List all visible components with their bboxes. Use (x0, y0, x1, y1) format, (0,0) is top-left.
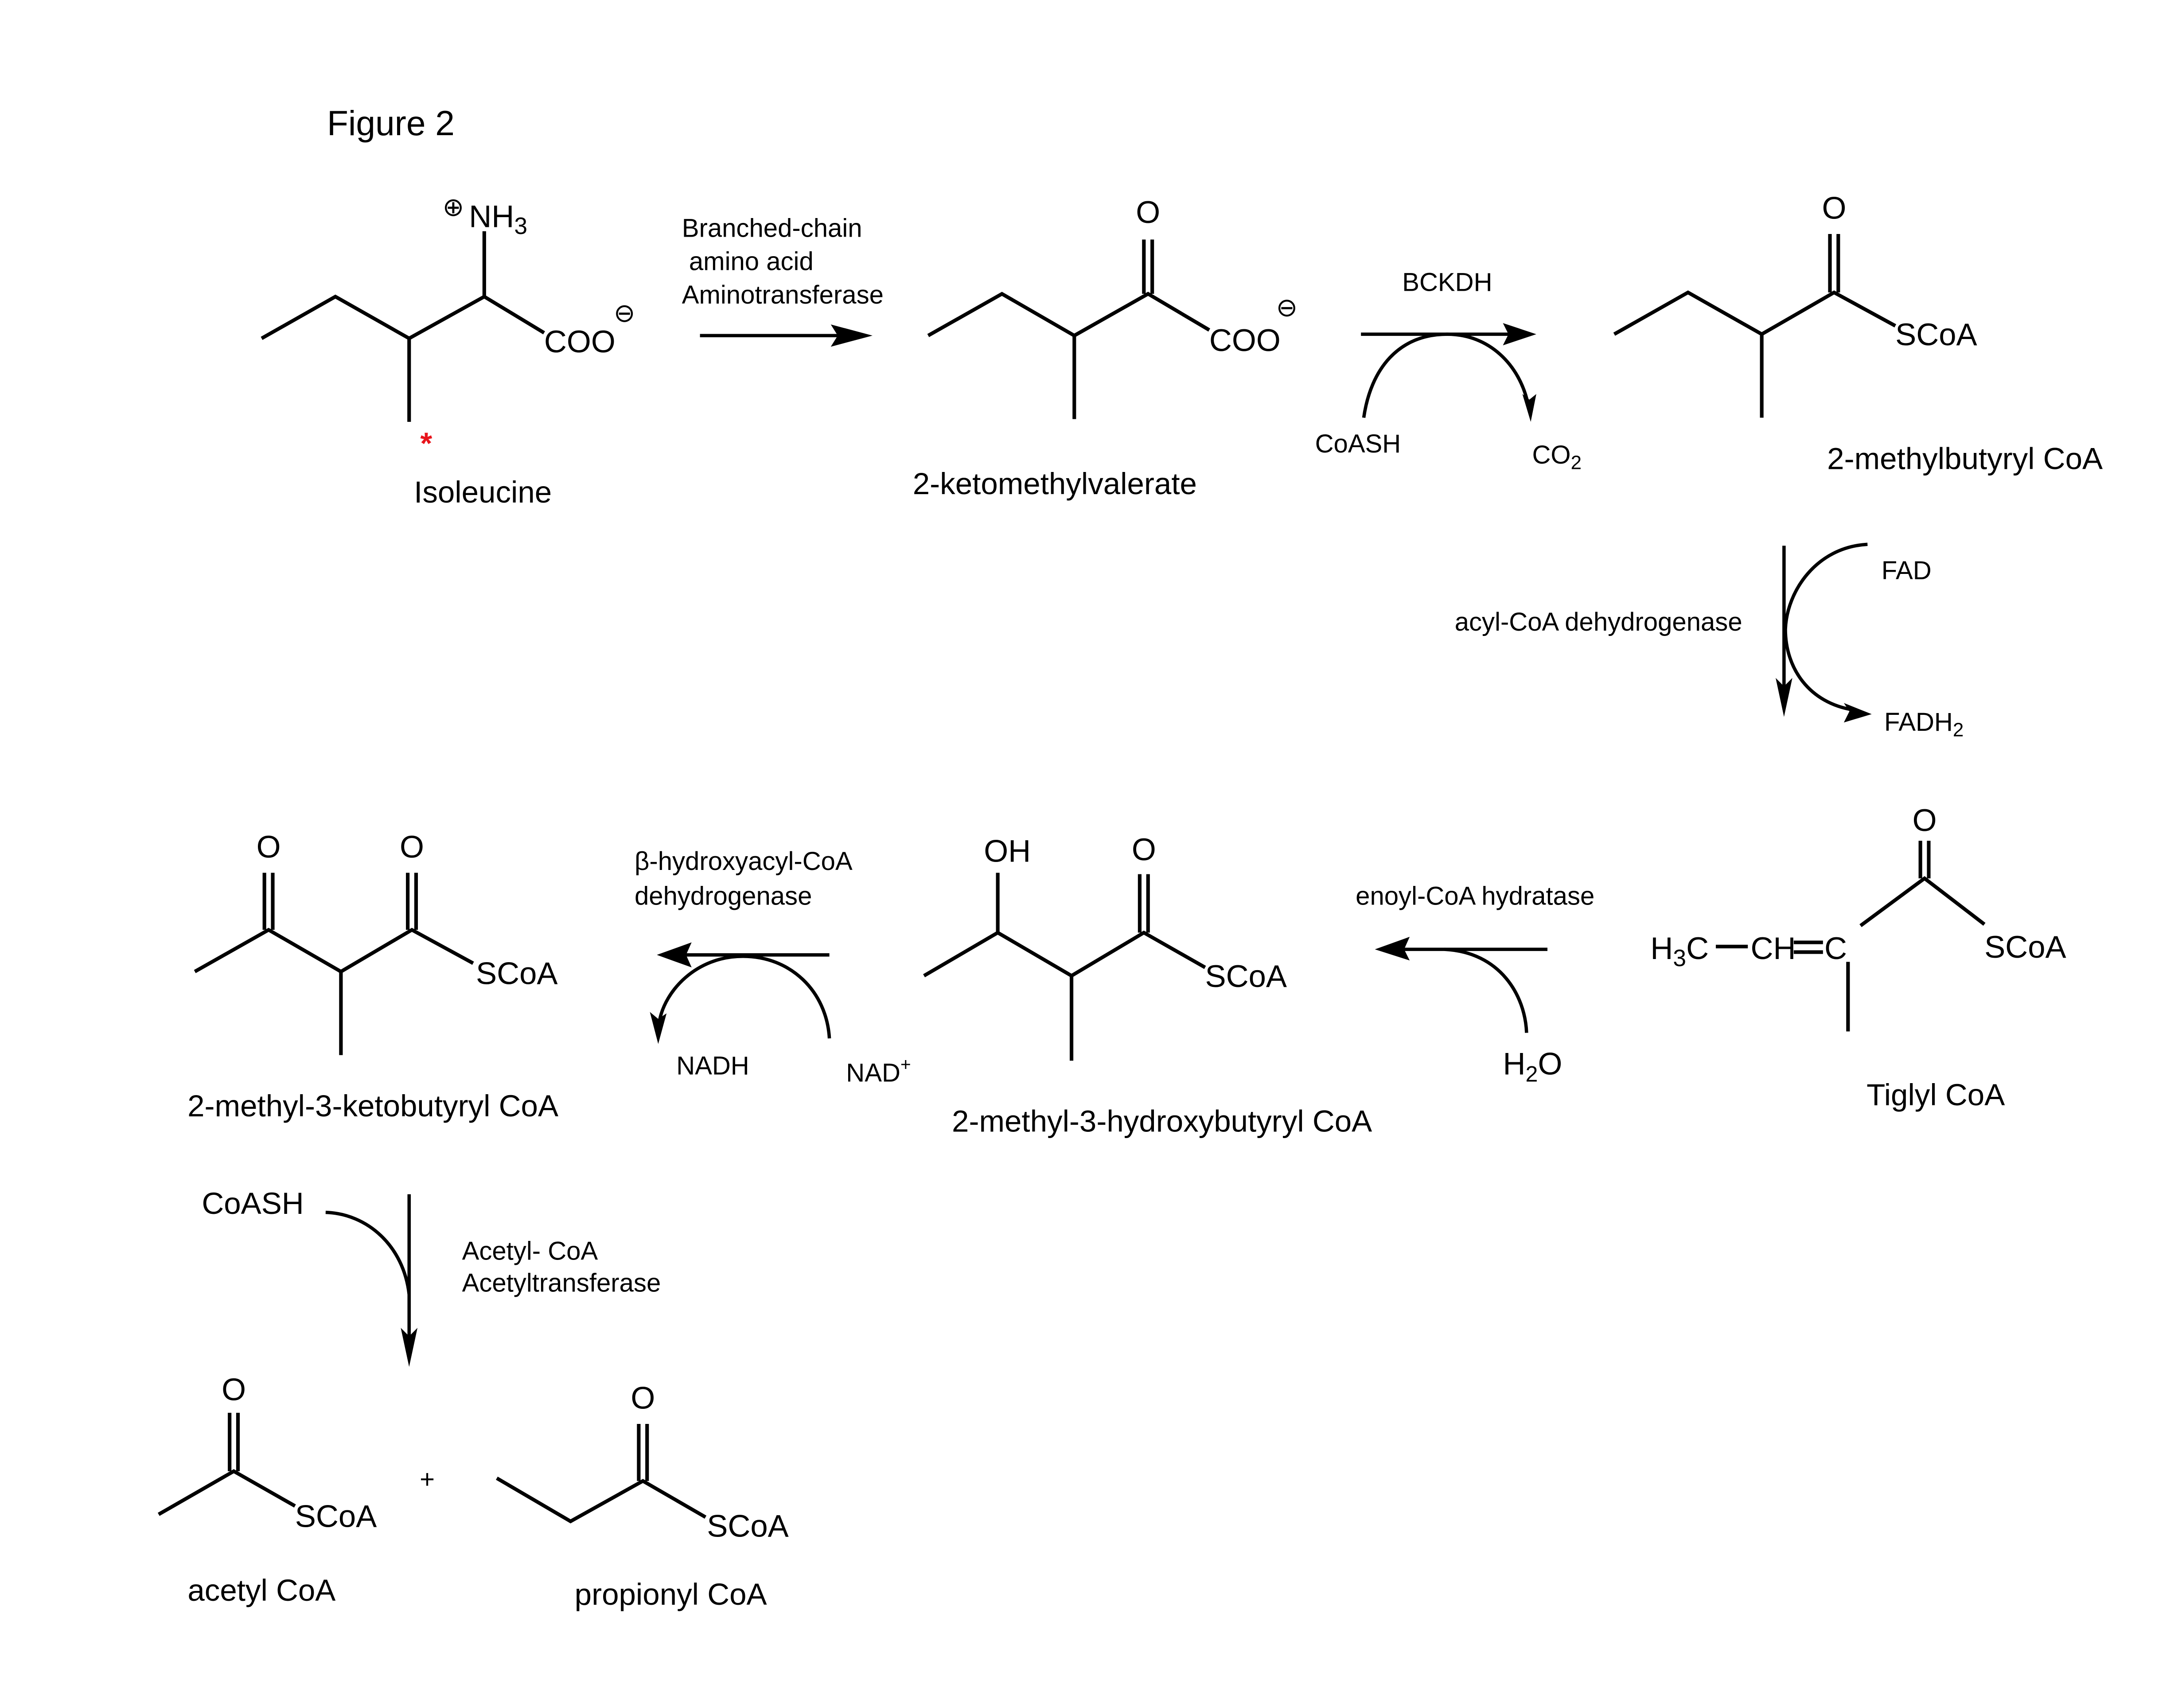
ketobutyryl-coa-structure: O O SCoA 2-methyl-3-ketobutyryl CoA (187, 829, 558, 1123)
ketobutyryl-oxygen-1: O (257, 829, 281, 864)
methylbutyryl-coa-name: 2-methylbutyryl CoA (1827, 441, 2103, 476)
methylbutyryl-backbone-bonds (1613, 290, 1897, 336)
coash-curved-arrow (325, 1210, 411, 1295)
acetyltransferase-label-line-2: Acetyltransferase (462, 1269, 661, 1298)
tiglyl-thioester-label: SCoA (1984, 929, 2066, 964)
decarboxylation-step: BCKDH CoASH CO2 (1315, 268, 1582, 474)
hydroxybutyryl-coa-name: 2-methyl-3-hydroxybutyryl CoA (952, 1104, 1372, 1138)
tiglyl-ch-label: CH (1751, 931, 1796, 966)
propionyl-backbone-bonds (496, 1476, 707, 1524)
hydroxyacyl-dehydrogenase-label-line-2: dehydrogenase (635, 882, 812, 911)
oxidation-step: β-hydroxyacyl-CoA dehydrogenase NADH NAD… (635, 847, 911, 1087)
methylbutyryl-thioester-label: SCoA (1895, 317, 1977, 352)
hydroxybutyryl-backbone-bonds (923, 930, 1206, 978)
isoleucine-carboxylate-label: COO (544, 324, 616, 359)
acetyl-thioester-label: SCoA (295, 1498, 377, 1533)
tiglyl-coa-name: Tiglyl CoA (1866, 1077, 2005, 1112)
methylbutyryl-oxygen: O (1822, 190, 1846, 225)
hydratase-arrow-head (1375, 936, 1410, 961)
ketomethylvalerate-structure: O COO ⊖ 2-ketomethylvalerate (913, 195, 1298, 501)
products-plus-sign: + (420, 1465, 435, 1494)
thiolysis-arrow-head (401, 1328, 418, 1367)
propionyl-thioester-label: SCoA (707, 1508, 789, 1543)
carboxylate-minus-charge: ⊖ (614, 299, 635, 328)
acetyl-coa-name: acetyl CoA (187, 1573, 335, 1607)
ketobutyryl-thioester-label: SCoA (476, 956, 558, 991)
tiglyl-oxygen: O (1913, 803, 1937, 838)
acetyl-backbone-bonds (157, 1469, 296, 1516)
fad-fadh2-curved-arrow (1784, 542, 1868, 712)
ketobutyryl-coa-name: 2-methyl-3-ketobutyryl CoA (187, 1088, 558, 1123)
fadh2-curved-arrow-head (1843, 703, 1872, 723)
ketobutyryl-backbone-bonds (194, 928, 474, 974)
ketomethylvalerate-minus-charge: ⊖ (1276, 293, 1298, 322)
hydroxybutyryl-oxygen: O (1132, 832, 1156, 867)
hydroxybutyryl-coa-structure: OH O SCoA 2-methyl-3-hydroxybutyryl CoA (923, 832, 1372, 1138)
ammonium-label: NH3 (469, 199, 527, 239)
tiglyl-c-label: C (1824, 931, 1847, 966)
nad-nadh-curved-arrow (658, 955, 831, 1039)
propionyl-coa-name: propionyl CoA (575, 1577, 767, 1611)
fadh2-label: FADH2 (1884, 708, 1964, 741)
bckdh-label: BCKDH (1402, 268, 1492, 297)
acetyl-coa-structure: O SCoA acetyl CoA (157, 1372, 377, 1607)
ketomethylvalerate-name: 2-ketomethylvalerate (913, 466, 1197, 501)
propionyl-oxygen: O (631, 1380, 655, 1415)
nadh-label: NADH (676, 1052, 749, 1080)
propionyl-coa-structure: O SCoA propionyl CoA (496, 1380, 789, 1611)
nadh-curved-arrow-head (650, 1012, 667, 1044)
bckdh-cosubstrate-coash: CoASH (1315, 429, 1401, 458)
transaminase-label-line-3: Aminotransferase (682, 281, 884, 309)
tiglyl-acyl-bonds (1859, 876, 1986, 928)
bckdh-arrow-head (1503, 323, 1536, 346)
thiolysis-cosubstrate-coash: CoASH (202, 1186, 304, 1221)
enoyl-coa-hydratase-label: enoyl-CoA hydratase (1356, 882, 1594, 911)
co2-curved-arrow-head (1522, 394, 1536, 422)
transamination-step: Branched-chain amino acid Aminotransfera… (682, 214, 884, 347)
ketobutyryl-oxygen-2: O (400, 829, 424, 864)
tiglyl-h3c-label: H3C (1650, 931, 1709, 971)
hydroxybutyryl-hydroxyl-label: OH (984, 833, 1031, 868)
water-label: H2O (1503, 1046, 1562, 1087)
dehydrogenase-arrow-head (1776, 678, 1792, 717)
acyl-coa-dehydrogenase-label: acyl-CoA dehydrogenase (1455, 608, 1742, 636)
coash-co2-curved-arrow (1362, 332, 1530, 418)
acetyltransferase-label-line-1: Acetyl- CoA (462, 1236, 598, 1265)
figure-title: Figure 2 (327, 104, 455, 143)
methylbutyryl-coa-structure: O SCoA 2-methylbutyryl CoA (1613, 190, 2103, 476)
hydration-step: enoyl-CoA hydratase H2O (1356, 882, 1594, 1087)
hydroxybutyryl-thioester-label: SCoA (1205, 959, 1287, 994)
label-position-asterisk: * (420, 426, 432, 460)
transamination-arrow-head (830, 324, 873, 347)
ketomethylvalerate-backbone-bonds (927, 292, 1211, 338)
isoleucine-name: Isoleucine (414, 475, 552, 509)
ammonium-plus-charge: ⊕ (443, 193, 464, 222)
acetyl-oxygen: O (222, 1372, 246, 1407)
tiglyl-coa-structure: H3C CH C O SCoA Tiglyl CoA (1650, 803, 2066, 1112)
co2-label: CO2 (1532, 441, 1582, 474)
fad-label: FAD (1882, 556, 1932, 585)
ketomethylvalerate-oxygen: O (1136, 195, 1160, 230)
dehydrogenation-step: acyl-CoA dehydrogenase FAD FADH2 (1455, 542, 1964, 741)
thiolysis-step: CoASH Acetyl- CoA Acetyltransferase (202, 1186, 661, 1367)
water-curved-arrow (1444, 948, 1528, 1033)
oxidation-arrow-head (657, 942, 692, 967)
isoleucine-structure: ⊕ NH3 COO ⊖ * Isoleucine (261, 193, 635, 509)
isoleucine-backbone-bonds (261, 294, 545, 341)
hydroxyacyl-dehydrogenase-label-line-1: β-hydroxyacyl-CoA (635, 847, 853, 876)
transaminase-label-line-2: amino acid (682, 247, 814, 276)
ketomethylvalerate-carboxylate-label: COO (1209, 323, 1281, 358)
transaminase-label-line-1: Branched-chain (682, 214, 862, 242)
nad-plus-label: NAD+ (846, 1054, 911, 1087)
